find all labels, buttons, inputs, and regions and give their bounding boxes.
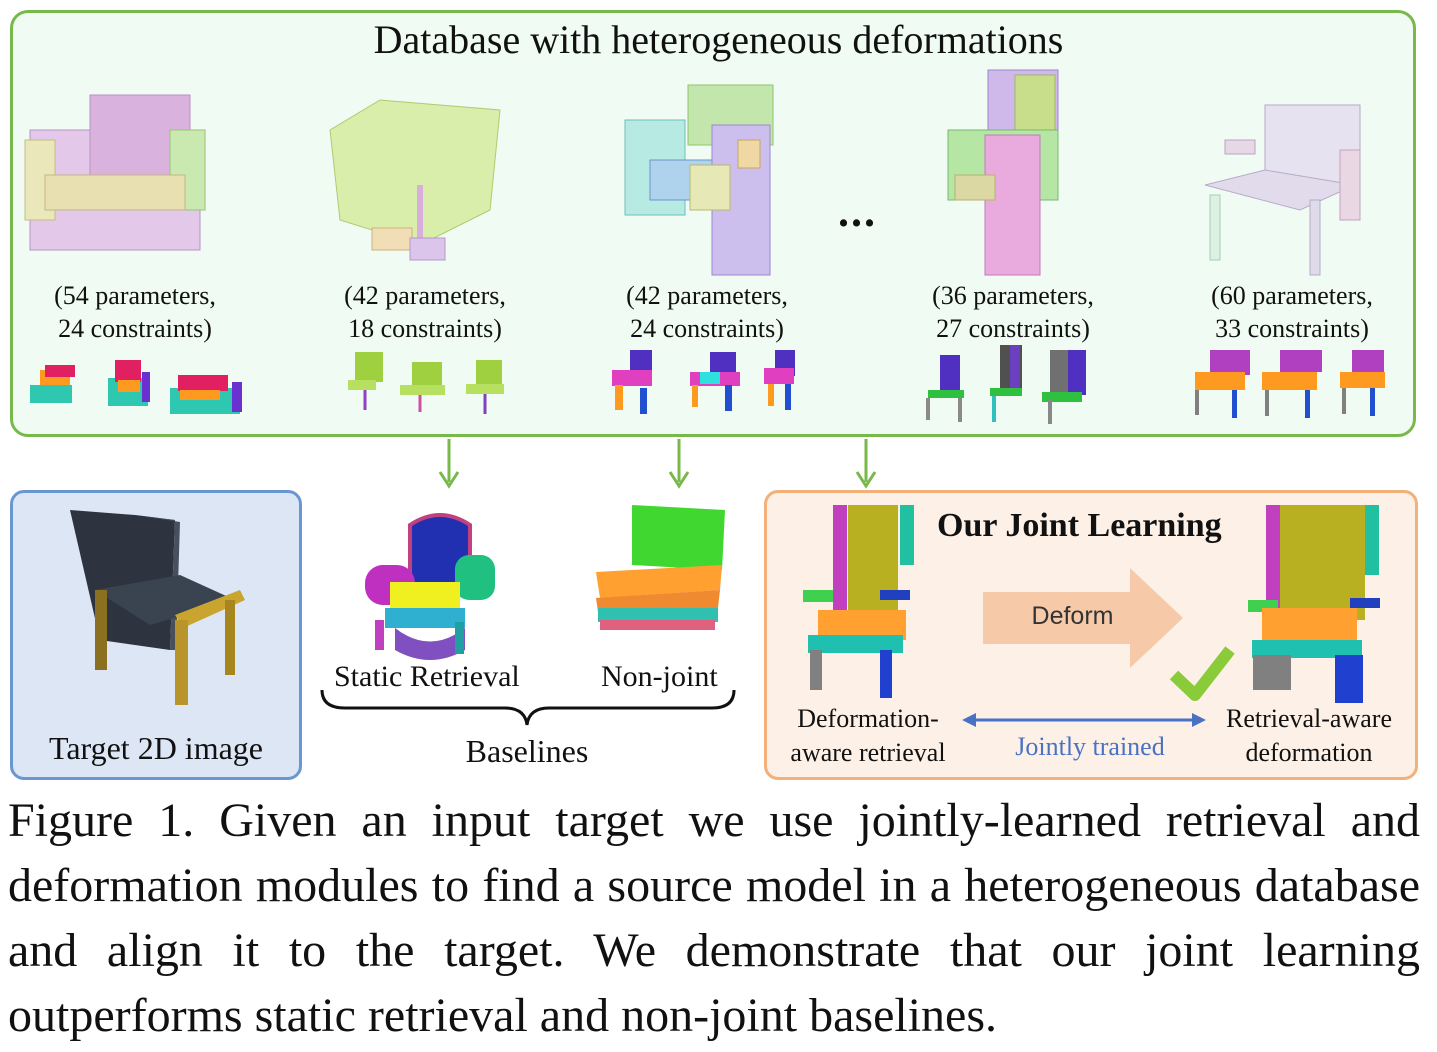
jointly-trained-label: Jointly trained bbox=[1015, 732, 1165, 761]
nonjoint-label: Non-joint bbox=[601, 660, 718, 693]
db-chair-3-image bbox=[624, 84, 774, 276]
db-entry-4-label: (36 parameters,27 constraints) bbox=[932, 281, 1094, 343]
db-chair-4-image bbox=[947, 69, 1059, 276]
nonjoint-chair-image bbox=[596, 505, 725, 630]
db-variants-4-image bbox=[926, 345, 1086, 424]
db-chair-5-image bbox=[1204, 104, 1361, 276]
db-arrows bbox=[438, 439, 877, 489]
figure-number: Figure 1. bbox=[8, 794, 195, 847]
db-variants-1-image bbox=[30, 360, 242, 414]
db-ellipsis: ... bbox=[838, 187, 877, 236]
database-title: Database with heterogeneous deformations bbox=[373, 17, 1064, 62]
target-label: Target 2D image bbox=[49, 730, 263, 766]
static-retrieval-chair-image bbox=[365, 513, 495, 660]
db-entry-1-label: (54 parameters,24 constraints) bbox=[54, 281, 216, 343]
figure-caption: Figure 1. Given an input target we use j… bbox=[8, 788, 1420, 1048]
static-retrieval-label: Static Retrieval bbox=[334, 660, 520, 693]
db-entry-2-label: (42 parameters,18 constraints) bbox=[344, 281, 506, 343]
db-entry-3-label: (42 parameters,24 constraints) bbox=[626, 281, 788, 343]
ours-title: Our Joint Learning bbox=[937, 507, 1222, 544]
db-entry-5-label: (60 parameters,33 constraints) bbox=[1211, 281, 1373, 343]
baselines-brace bbox=[320, 689, 736, 726]
db-variants-5-image bbox=[1195, 350, 1385, 418]
deformation-aware-retrieval-label: Deformation-aware retrieval bbox=[790, 704, 946, 767]
db-variants-2-image bbox=[348, 352, 504, 414]
db-chair-2-image bbox=[329, 99, 501, 261]
baselines-label: Baselines bbox=[465, 733, 589, 769]
db-chair-1-image bbox=[24, 94, 206, 251]
caption-text: Given an input target we use jointly-lea… bbox=[8, 794, 1421, 1042]
deform-label: Deform bbox=[1031, 602, 1114, 630]
db-variants-3-image bbox=[612, 350, 795, 414]
